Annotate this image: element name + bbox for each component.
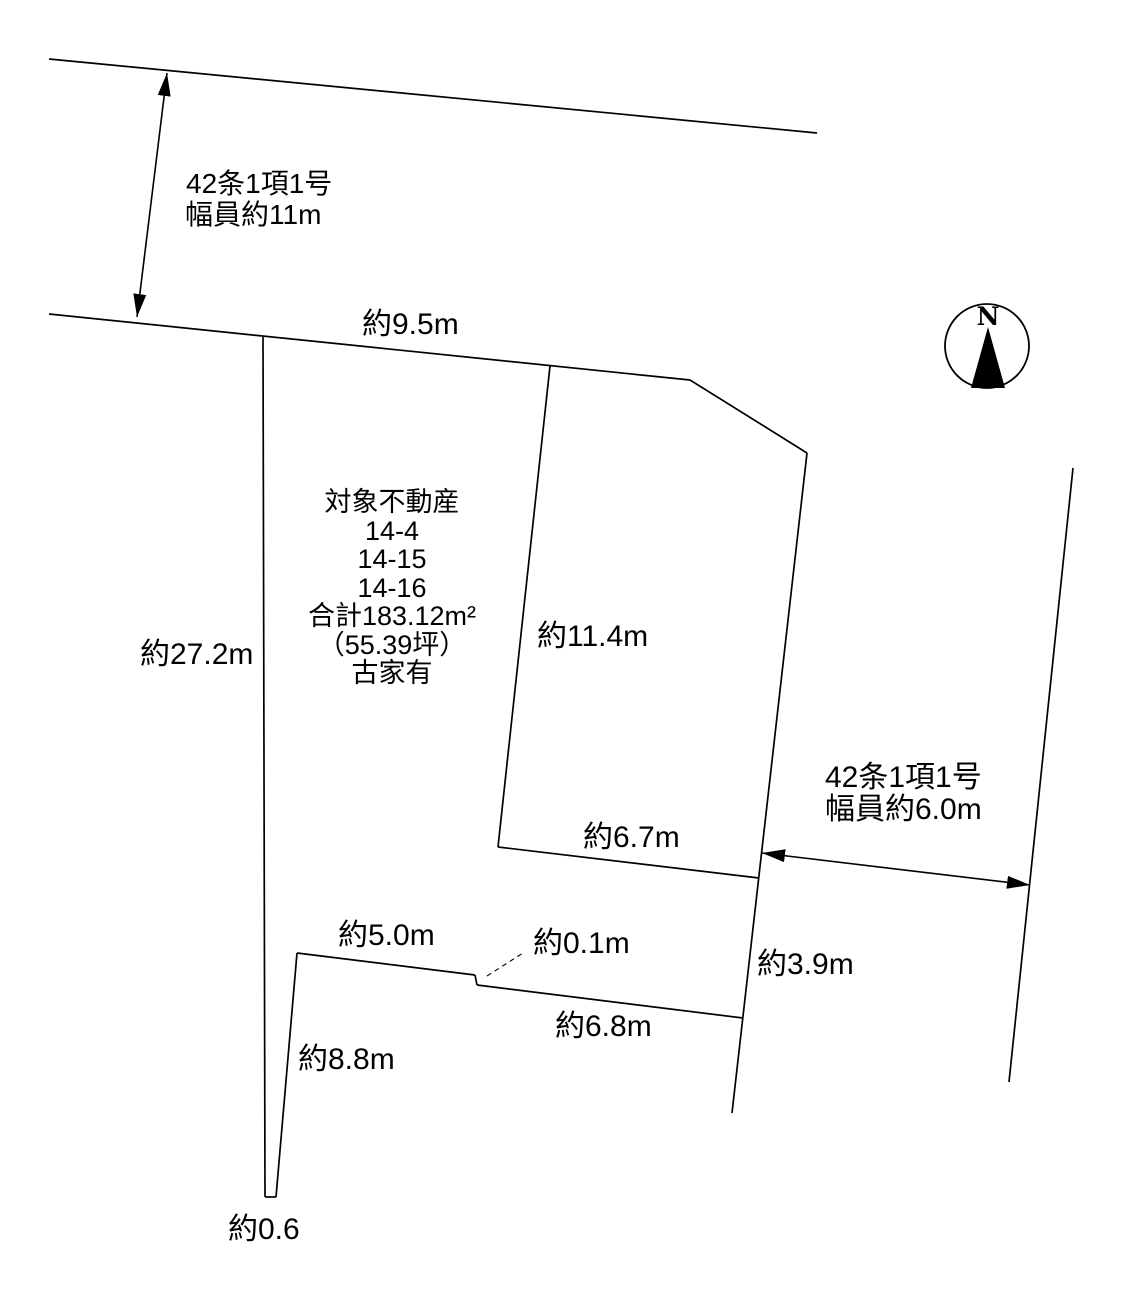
dim-south-east: 約6.8m — [555, 1010, 652, 1043]
boundary-step-line — [474, 974, 478, 986]
parcel-old-house-note: 古家有 — [352, 658, 433, 688]
dim-south-west: 約5.0m — [338, 919, 435, 952]
plot-west-boundary-line — [262, 336, 266, 1198]
top-road-regulation-label: 42条1項1号 — [186, 168, 332, 199]
dim-wedge-east: 約8.8m — [298, 1043, 395, 1076]
middle-parcel-west-line — [497, 365, 551, 848]
road-width-arrow-11m — [133, 72, 171, 318]
east-road-width-label: 幅員約6.0m — [825, 793, 982, 826]
top-road-width-label: 幅員約11m — [185, 199, 321, 230]
south-boundary-east-line — [476, 984, 744, 1019]
south-boundary-west-line — [296, 952, 476, 976]
parcel-lot-number: 14-4 — [365, 516, 419, 546]
plot-east-boundary-line — [731, 452, 808, 1114]
middle-parcel-south-line — [497, 846, 760, 879]
east-road-east-edge-line — [1008, 467, 1074, 1083]
parcel-lot-number: 14-15 — [357, 544, 426, 574]
east-road-regulation-label: 42条1項1号 — [825, 761, 982, 794]
compass-needle-icon — [971, 327, 1005, 388]
top-road-north-edge-line — [48, 58, 818, 134]
step-leader-line — [486, 952, 524, 977]
wedge-east-line — [275, 952, 298, 1198]
corner-chamfer-line — [689, 379, 808, 454]
dim-north-frontage: 約9.5m — [362, 308, 459, 341]
dim-middle-depth: 約11.4m — [537, 620, 648, 653]
road-width-arrow-6m — [761, 849, 1031, 889]
dim-middle-south: 約6.7m — [583, 821, 680, 854]
parcel-total-area: 合計183.12m² — [308, 601, 476, 631]
dim-east-side: 約3.9m — [757, 948, 854, 981]
dim-south-tip: 約0.6 — [228, 1213, 300, 1246]
dim-south-step: 約0.1m — [533, 927, 630, 960]
top-road-south-edge-line — [48, 313, 691, 381]
dim-west-side: 約27.2m — [140, 638, 253, 671]
parcel-area-tsubo: （55.39坪） — [318, 630, 467, 660]
compass-north-label: N — [977, 302, 1000, 331]
parcel-info-title: 対象不動産 — [325, 487, 460, 517]
parcel-lot-number: 14-16 — [357, 573, 426, 603]
